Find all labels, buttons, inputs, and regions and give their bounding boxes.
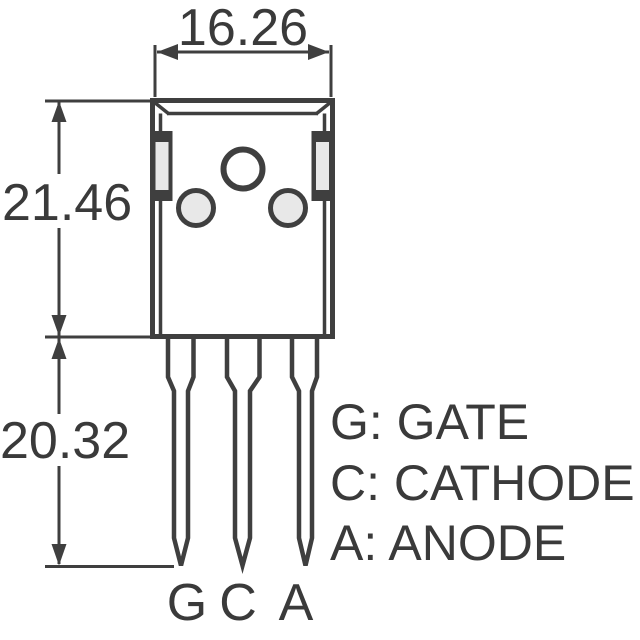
- body-chamfer-left: [152, 100, 171, 116]
- dimension-width: 16.26: [153, 0, 333, 97]
- dimension-lead-length-arrow-up-icon: [51, 338, 67, 359]
- pin-label-anode: A: [279, 574, 314, 632]
- mounting-tab-right-inner: [316, 142, 329, 190]
- lead-gate: [165, 332, 196, 567]
- pin-label-gate: G: [167, 574, 207, 632]
- legend-anode: A: ANODE: [330, 515, 566, 571]
- pin-label-cathode: C: [219, 574, 257, 632]
- legend-cathode: C: CATHODE: [330, 455, 635, 511]
- pin-function-legend: G: GATE C: CATHODE A: ANODE: [330, 394, 635, 571]
- lead-cathode: [224, 332, 262, 575]
- dimension-lead-length-arrow-down-icon: [51, 544, 67, 566]
- dimension-body-height-arrow-up-icon: [51, 101, 67, 122]
- dimension-width-arrow-right-icon: [308, 44, 329, 60]
- mounting-hole: [220, 146, 266, 192]
- dimension-width-label: 16.26: [178, 0, 308, 57]
- mounting-tab-left-inner: [155, 142, 169, 190]
- dimension-body-height-arrow-down-icon: [51, 315, 67, 336]
- dimension-body-height: 21.46: [2, 99, 151, 339]
- contact-pad-left: [176, 188, 216, 228]
- lead-anode: [289, 332, 320, 567]
- dimension-lead-length-label: 20.32: [0, 412, 130, 470]
- legend-gate: G: GATE: [330, 394, 529, 450]
- dimension-lead-length: 20.32: [0, 338, 174, 568]
- dimension-width-arrow-left-icon: [157, 44, 178, 60]
- dimension-body-height-label: 21.46: [2, 174, 132, 232]
- body-chamfer-right: [314, 100, 333, 116]
- contact-pad-right: [268, 188, 308, 228]
